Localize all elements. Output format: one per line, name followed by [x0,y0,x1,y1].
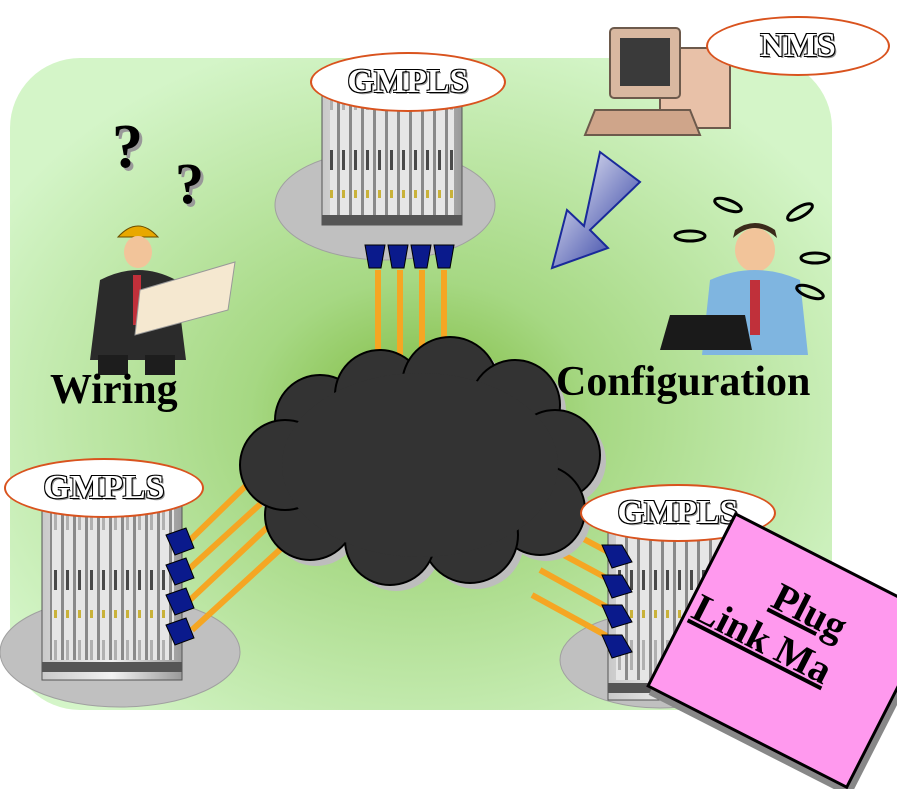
bottom-right-ports [601,544,633,659]
question-mark-2: ? [175,151,204,216]
diagram-canvas: ? ? Wiring Configuration GMPLS GMPLS GMP… [0,16,897,789]
nms-arrow [550,150,642,270]
question-mark-1: ? [112,113,143,181]
top-ports [364,244,455,269]
worker-figure [90,225,236,375]
gmpls-bottom-left-label: GMPLS [43,469,165,506]
bottom-left-ports [165,527,195,646]
left-links [182,467,288,633]
gmpls-bottom-right-label: GMPLS [617,494,739,531]
gmpls-top-oval: GMPLS [310,52,506,112]
diagram-svg [0,27,832,710]
gmpls-top-label: GMPLS [347,63,469,100]
network-cloud [239,336,606,591]
top-router [321,94,463,226]
gmpls-bottom-left-oval: GMPLS [4,458,204,518]
bottom-left-router [41,494,183,681]
office-worker-figure [660,196,831,355]
gmpls-bottom-right-oval: GMPLS [580,484,776,542]
configuration-label: Configuration [556,359,811,405]
nms-oval: NMS [706,16,890,76]
nms-label: NMS [760,27,836,64]
wiring-label: Wiring [50,367,178,413]
